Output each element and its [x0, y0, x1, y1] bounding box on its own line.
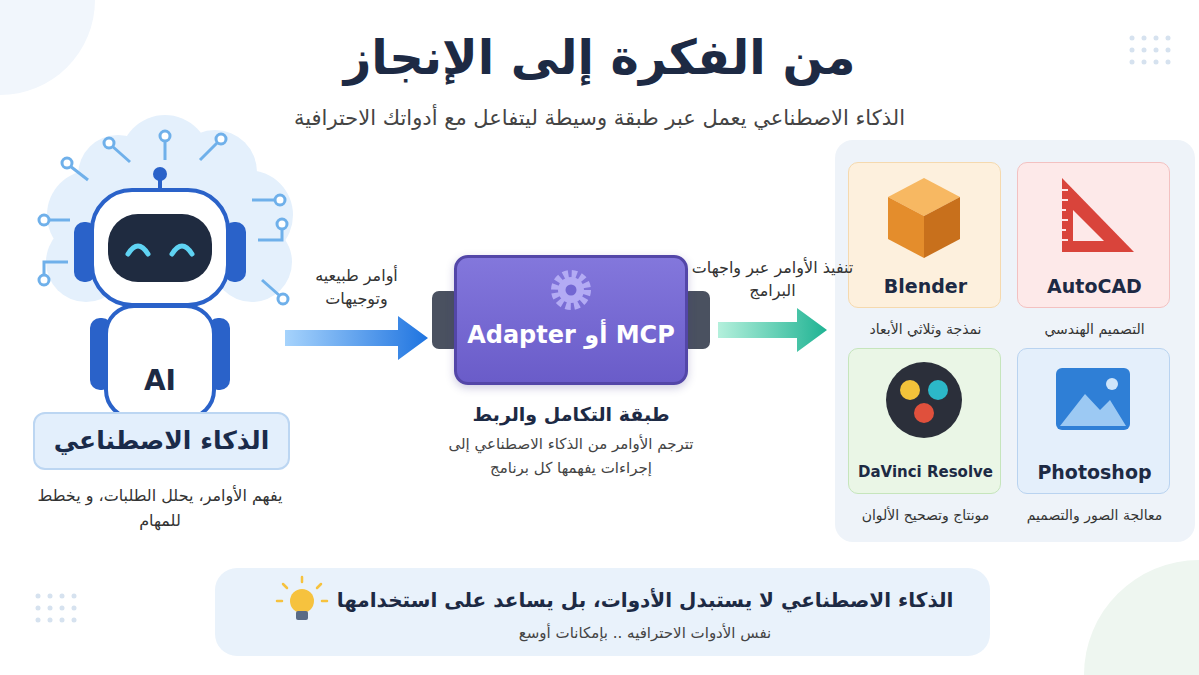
layer-title: طبقة التكامل والربط: [421, 401, 721, 427]
tool-name: Photoshop: [1018, 459, 1171, 485]
layer-heading: MCP أو Adapter: [454, 319, 688, 351]
robot-body: [106, 306, 214, 418]
ai-agent-figure: الذكاء الاصطناعييفهم الأوامر، يحلل الطلب…: [25, 140, 295, 475]
chest-label: AI: [125, 364, 195, 398]
circuit-lines: [44, 140, 282, 296]
arrow-label: أوامر طبيعيه وتوجيهات: [297, 264, 417, 310]
tool-card: Blenderنمذجة وثلاثي الأبعاد: [848, 162, 1001, 308]
agent-description: يفهم الأوامر، يحلل الطلبات، و يخطط للمها…: [28, 483, 292, 533]
dot-grid: [36, 594, 77, 623]
flow-arrow: [718, 308, 827, 352]
autocad-set-square-icon: [1062, 178, 1134, 252]
tool-name: Blender: [849, 273, 1002, 299]
takeaway-note: نفس الأدوات الاحترافيه .. بإمكانات أوسع: [320, 622, 970, 644]
tool-name: DaVinci Resolve: [849, 459, 1002, 485]
flow-arrow: [285, 316, 428, 360]
title: من الفكرة إلى الإنجاز: [0, 26, 1199, 88]
lightbulb-icon: [277, 577, 327, 620]
subtitle: الذكاء الاصطناعي يعمل عبر طبقة وسيطة ليت…: [0, 103, 1199, 133]
tool-card: AutoCADالتصميم الهندسي: [1017, 162, 1170, 308]
tool-card: Photoshopمعالجة الصور والتصميم: [1017, 348, 1170, 494]
takeaway-heading: الذكاء الاصطناعي لا يستبدل الأدوات، بل ي…: [320, 586, 970, 614]
agent-heading: الذكاء الاصطناعي: [33, 412, 290, 470]
tool-card: DaVinci Resolveمونتاج وتصحيح الألوان: [848, 348, 1001, 494]
antenna-tip: [153, 167, 167, 181]
blender-cube-icon: [888, 178, 960, 258]
integration-layer-box: MCP أو Adapterطبقة التكامل والربطتترجم ا…: [432, 255, 710, 385]
tool-description: التصميم الهندسي: [1008, 319, 1181, 339]
layer-description: تترجم الأوامر من الذكاء الاصطناعي إلى إج…: [426, 432, 716, 480]
davinci-resolve-icon: [886, 362, 962, 438]
corner-circle: [0, 0, 95, 95]
tool-description: نمذجة وثلاثي الأبعاد: [839, 319, 1012, 339]
takeaway-band: الذكاء الاصطناعي لا يستبدل الأدوات، بل ي…: [215, 568, 990, 656]
robot-visor: [108, 214, 212, 282]
robot-eyes: [128, 246, 192, 254]
arrow-label: تنفيذ الأوامر عبر واجهات البرامج: [690, 256, 855, 302]
dot-grid: [1130, 36, 1171, 65]
tool-name: AutoCAD: [1018, 273, 1171, 299]
gear-icon: [555, 274, 587, 306]
circuit-nodes: [39, 131, 288, 304]
robot-head: [92, 190, 228, 305]
tools-panel: AutoCADالتصميم الهندسيBlenderنمذجة وثلاث…: [835, 140, 1195, 542]
tool-description: مونتاج وتصحيح الألوان: [839, 505, 1012, 525]
corner-circle: [1084, 560, 1199, 675]
tool-description: معالجة الصور والتصميم: [1008, 505, 1181, 525]
layer-body: [454, 255, 688, 385]
photoshop-image-icon: [1056, 368, 1130, 430]
robot-illustration: [39, 115, 293, 418]
